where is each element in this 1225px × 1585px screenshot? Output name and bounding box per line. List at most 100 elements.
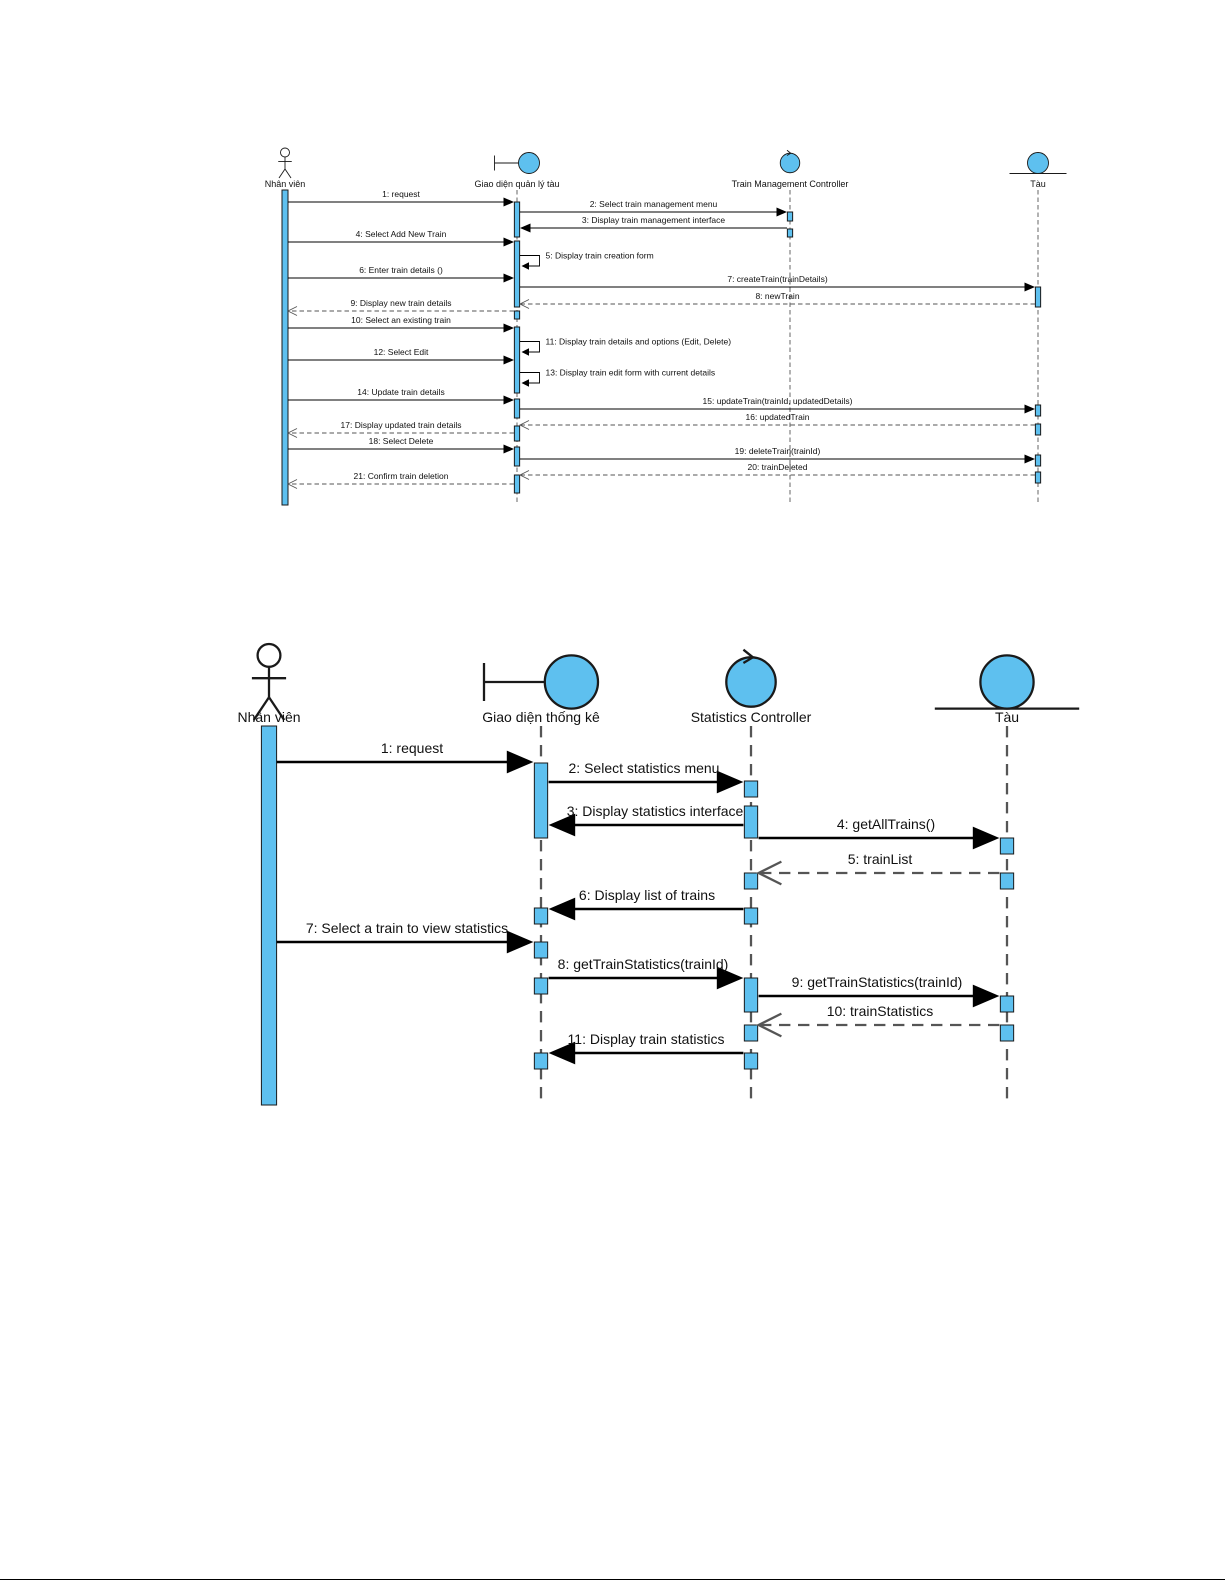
activation-bar xyxy=(513,201,521,238)
activation-bar xyxy=(513,446,521,467)
message-17: 17: Display updated train details xyxy=(286,420,514,438)
message-6: 6: Display list of trains xyxy=(548,887,744,921)
activation-bar xyxy=(533,977,549,995)
page-bottom-border xyxy=(0,1579,1225,1580)
message-label: 8: newTrain xyxy=(755,291,799,301)
activation-bar xyxy=(743,780,759,798)
activation-bar xyxy=(513,310,521,320)
message-label: 3: Display train management interface xyxy=(582,215,725,225)
arrowhead xyxy=(506,930,534,954)
arrowhead xyxy=(503,323,514,333)
participant-name: Giao diện thống kê xyxy=(482,709,600,725)
arrowhead xyxy=(716,966,744,990)
message-label: 20: trainDeleted xyxy=(747,462,807,472)
message-9: 9: Display new train details xyxy=(286,298,514,316)
message-label: 7: createTrain(trainDetails) xyxy=(727,274,827,284)
message-11: 11: Display train statistics xyxy=(548,1031,744,1065)
entity-head xyxy=(934,654,1080,710)
message-3: 3: Display statistics interface xyxy=(548,803,744,837)
message-14: 14: Update train details xyxy=(288,387,514,405)
message-label: 2: Select train management menu xyxy=(590,199,718,209)
arrowhead xyxy=(756,860,782,886)
message-line xyxy=(520,372,540,384)
message-label: 4: Select Add New Train xyxy=(356,229,447,239)
message-12: 12: Select Edit xyxy=(288,347,514,365)
activation-bar xyxy=(1034,286,1042,308)
message-7: 7: Select a train to view statistics xyxy=(276,920,534,954)
arrowhead xyxy=(521,379,529,387)
message-label: 9: Display new train details xyxy=(350,298,451,308)
message-6: 6: Enter train details () xyxy=(288,265,514,283)
arrowhead xyxy=(548,813,576,837)
message-1: 1: request xyxy=(288,189,514,207)
arrowhead xyxy=(716,770,744,794)
message-label: 18: Select Delete xyxy=(369,436,434,446)
message-3: 3: Display train management interface xyxy=(520,215,787,233)
boundary-icon xyxy=(543,654,600,710)
arrowhead xyxy=(506,750,534,774)
arrowhead xyxy=(503,237,514,247)
message-label: 3: Display statistics interface xyxy=(567,803,744,819)
activation-bar xyxy=(513,474,521,494)
message-9: 9: getTrainStatistics(trainId) xyxy=(758,974,1000,1008)
activation-bar xyxy=(1034,471,1042,484)
message-label: 1: request xyxy=(381,740,443,756)
message-2: 2: Select statistics menu xyxy=(548,760,744,794)
activation-bar xyxy=(1034,454,1042,467)
participant-name: Giao diện quản lý tàu xyxy=(474,179,559,189)
arrowhead xyxy=(518,470,530,480)
activation-bar xyxy=(533,762,549,839)
activation-bar xyxy=(743,1052,759,1070)
arrowhead xyxy=(776,207,787,217)
control-head xyxy=(779,149,801,174)
arrowhead xyxy=(518,299,530,309)
arrowhead xyxy=(503,273,514,283)
boundary-icon xyxy=(518,152,540,174)
message-label: 7: Select a train to view statistics xyxy=(306,920,508,936)
message-label: 21: Confirm train deletion xyxy=(354,471,449,481)
control-head xyxy=(725,648,777,708)
message-label: 4: getAllTrains() xyxy=(837,816,935,832)
message-line xyxy=(520,255,540,267)
activation-bar xyxy=(999,995,1015,1013)
activation-bar xyxy=(743,1024,759,1042)
message-label: 14: Update train details xyxy=(357,387,444,397)
activation-bar xyxy=(743,977,759,1013)
activation-bar xyxy=(1034,404,1042,417)
activation-bar xyxy=(743,907,759,925)
activation-bar xyxy=(1034,423,1042,436)
participant-name: Train Management Controller xyxy=(732,179,849,189)
arrowhead xyxy=(286,428,298,438)
message-label: 5: trainList xyxy=(848,851,913,867)
participant-name: Tàu xyxy=(1030,179,1046,189)
message-7: 7: createTrain(trainDetails) xyxy=(520,274,1035,292)
message-label: 19: deleteTrain(trainId) xyxy=(735,446,821,456)
arrowhead xyxy=(286,306,298,316)
message-label: 10: Select an existing train xyxy=(351,315,451,325)
message-11: 11: Display train details and options (E… xyxy=(520,337,731,356)
arrowhead xyxy=(972,826,1000,850)
message-label: 16: updatedTrain xyxy=(746,412,810,422)
message-label: 17: Display updated train details xyxy=(341,420,462,430)
arrowhead xyxy=(520,223,531,233)
message-8: 8: newTrain xyxy=(518,291,1035,309)
arrowhead xyxy=(521,348,529,356)
activation-bar xyxy=(999,872,1015,890)
arrowhead xyxy=(1024,282,1035,292)
message-label: 11: Display train statistics xyxy=(568,1031,725,1047)
actor-activation-bar xyxy=(281,189,289,506)
message-label: 13: Display train edit form with current… xyxy=(546,368,716,378)
activation-bar xyxy=(743,872,759,890)
message-label: 2: Select statistics menu xyxy=(569,760,720,776)
arrowhead xyxy=(503,444,514,454)
message-10: 10: trainStatistics xyxy=(756,1003,1000,1038)
arrowhead xyxy=(1024,454,1035,464)
message-21: 21: Confirm train deletion xyxy=(286,471,514,489)
participant-name: Tàu xyxy=(995,709,1019,725)
boundary-head xyxy=(494,152,540,174)
activation-bar xyxy=(533,941,549,959)
activation-bar xyxy=(999,837,1015,855)
message-20: 20: trainDeleted xyxy=(518,462,1035,480)
